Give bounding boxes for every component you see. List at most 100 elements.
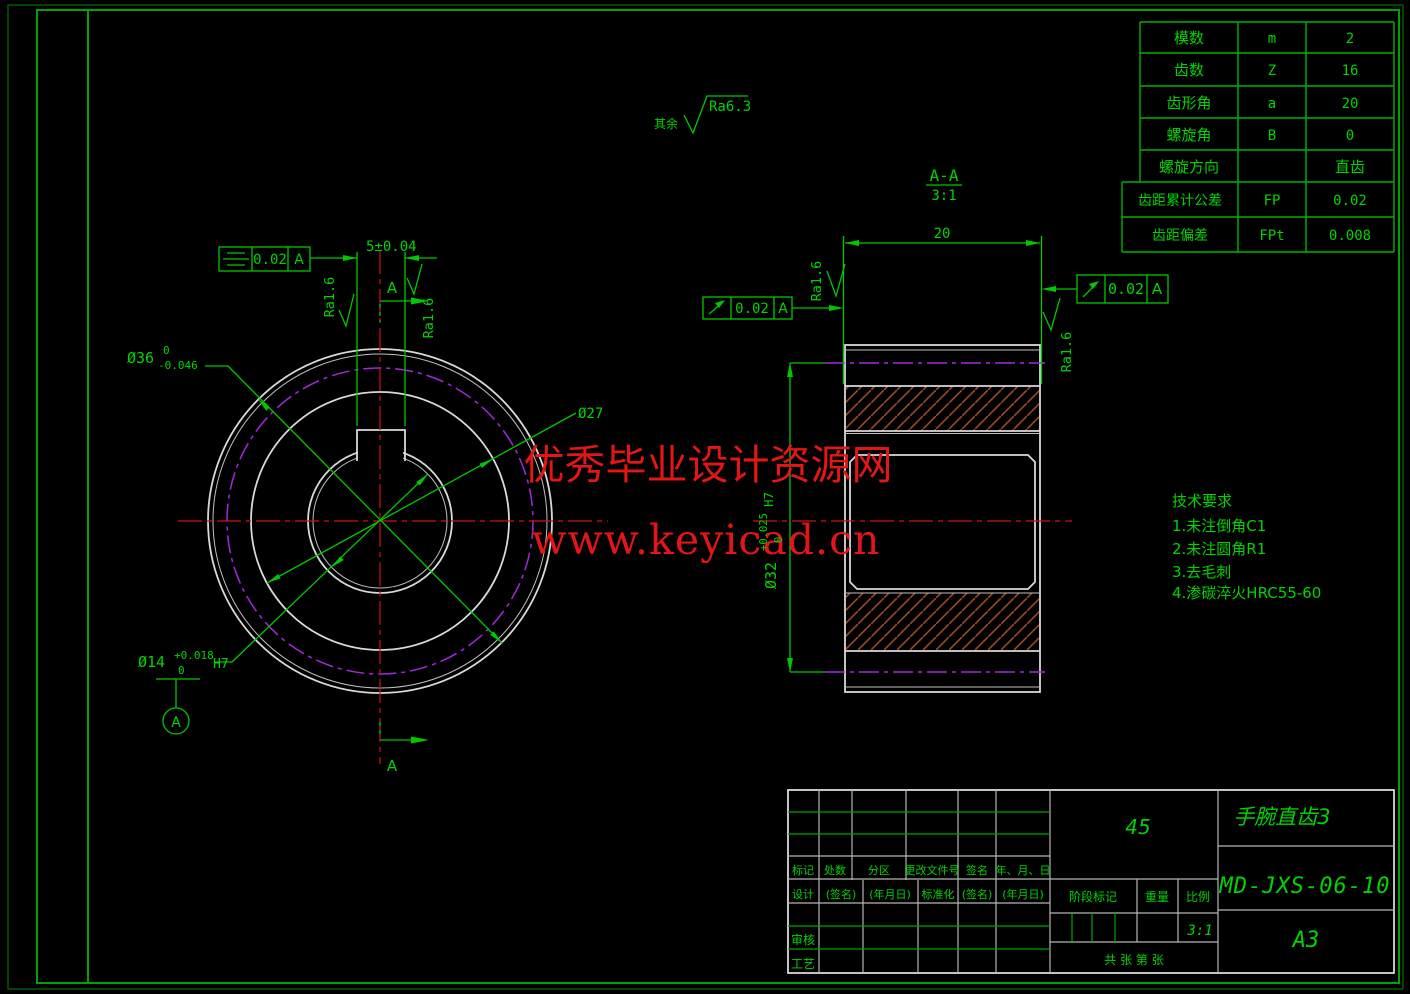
tech-req-title: 技术要求 xyxy=(1172,492,1232,510)
sheet-frame xyxy=(7,4,1404,990)
roughness-check-icon xyxy=(406,263,423,296)
process-label: 工艺 xyxy=(791,957,815,971)
scale-label: 比例 xyxy=(1186,890,1210,904)
roughness-value: Ra1.6 xyxy=(322,277,338,318)
tech-req-item: 4.渗碳淬火HRC55-60 xyxy=(1172,584,1321,602)
watermark: 优秀毕业设计资源网 www.keyicad.cn xyxy=(524,441,893,564)
rev-header: 标记 xyxy=(792,863,814,877)
param-symbol: Z xyxy=(1268,63,1276,79)
sign-cell: (年月日) xyxy=(869,887,911,901)
section-arrow-top-icon xyxy=(411,297,429,305)
section-title: A-A xyxy=(930,166,959,185)
check-label: 审核 xyxy=(791,932,815,947)
datum-a-symbol xyxy=(162,707,190,735)
param-name: 齿数 xyxy=(1174,61,1204,79)
param-name: 螺旋方向 xyxy=(1159,158,1219,176)
param-symbol: B xyxy=(1268,128,1276,144)
rev-header: 分区 xyxy=(868,864,890,877)
bore-dim-lower: 0 xyxy=(178,664,185,677)
bore-dim-fit: H7 xyxy=(213,657,229,672)
fcf-left-datum: A xyxy=(778,301,788,317)
general-roughness-symbol xyxy=(683,95,748,135)
paper-size: A3 xyxy=(1291,928,1320,953)
sign-cell: (签名) xyxy=(826,887,857,901)
param-value: 0.02 xyxy=(1333,193,1367,209)
runout-icon xyxy=(715,300,725,308)
pitch-dim-fit: H7 xyxy=(761,492,776,507)
param-value: 2 xyxy=(1346,31,1354,47)
param-symbol: FP xyxy=(1264,193,1281,209)
rev-header: 处数 xyxy=(824,864,846,877)
param-value: 16 xyxy=(1342,63,1359,79)
fcf-symmetry-tolerance: 0.02 xyxy=(253,252,287,268)
sheet-count-label: 共 张 第 张 xyxy=(1104,953,1163,967)
param-name: 齿距偏差 xyxy=(1152,228,1208,244)
sign-cell: 标准化 xyxy=(922,887,955,901)
rev-header: 签名 xyxy=(966,863,988,877)
hatch-bottom xyxy=(846,593,1039,651)
general-roughness-value: Ra6.3 xyxy=(709,99,751,115)
section-scale: 3:1 xyxy=(931,188,956,204)
od-dim-lower: -0.046 xyxy=(158,359,198,372)
param-value: 20 xyxy=(1342,96,1359,112)
technical-requirements: 技术要求 1.未注倒角C1 2.未注圆角R1 3.去毛刺 4.渗碳淬火HRC55… xyxy=(1172,492,1321,602)
param-name: 齿形角 xyxy=(1166,94,1211,112)
title-block: 标记 处数 分区 更改文件号 签名 年、月、日 设计 (签名) (年月日) 标准… xyxy=(787,789,1395,974)
bore-outline xyxy=(849,454,1036,590)
sign-cell: (签名) xyxy=(962,887,993,901)
roughness-check-icon xyxy=(338,293,355,329)
fcf-right-tolerance: 0.02 xyxy=(1108,280,1144,298)
part-name: 手腕直齿3 xyxy=(1233,805,1330,829)
root-dim: Ø27 xyxy=(578,406,603,422)
param-name: 螺旋角 xyxy=(1166,126,1211,144)
runout-icon xyxy=(1089,281,1099,289)
section-view xyxy=(753,344,1072,693)
section-label-bottom: A xyxy=(387,757,398,775)
bore-dim-upper: +0.018 xyxy=(174,649,214,662)
keyway-slot xyxy=(356,429,406,461)
material-value: 45 xyxy=(1125,815,1150,839)
tech-req-item: 1.未注倒角C1 xyxy=(1172,517,1266,535)
param-name: 齿距累计公差 xyxy=(1138,193,1222,209)
param-value: 0.008 xyxy=(1329,228,1371,244)
rev-header: 更改文件号 xyxy=(905,863,960,877)
section-view-labels: A-A 3:1 20 Ø32 +0.025 0 H7 0.02 A 0.02 A… xyxy=(735,166,1163,589)
front-view-labels: 其余 Ra6.3 5±0.04 0.02 A Ø36 0 -0.046 Ø27 … xyxy=(127,99,751,775)
sign-cell: 设计 xyxy=(792,888,814,901)
watermark-line1: 优秀毕业设计资源网 xyxy=(524,441,893,489)
bore-dim: Ø14 xyxy=(138,653,165,671)
sign-cell: (年月日) xyxy=(1002,887,1044,901)
hatch-top xyxy=(846,386,1039,431)
section-label-top: A xyxy=(387,279,398,297)
roughness-value: Ra1.6 xyxy=(809,261,825,302)
roughness-check-icon xyxy=(1042,297,1061,332)
tech-req-item: 3.去毛刺 xyxy=(1172,563,1231,581)
pitch-dim-upper: +0.025 xyxy=(758,513,770,551)
rev-header: 年、月、日 xyxy=(996,863,1051,877)
general-roughness-label: 其余 xyxy=(654,116,678,131)
param-name: 模数 xyxy=(1174,29,1204,47)
pitch-dim-lower: 0 xyxy=(773,537,785,543)
drawing-number: MD-JXS-06-10 xyxy=(1219,874,1391,899)
tech-req-item: 2.未注圆角R1 xyxy=(1172,540,1266,558)
roughness-check-icon xyxy=(826,263,846,299)
param-value: 0 xyxy=(1346,128,1354,144)
fcf-right-datum: A xyxy=(1152,280,1163,298)
param-symbol: FPt xyxy=(1259,228,1284,244)
fcf-left-tolerance: 0.02 xyxy=(735,301,769,317)
pitch-dim: Ø32 xyxy=(762,562,780,589)
roughness-value: Ra1.6 xyxy=(1059,332,1075,373)
param-symbol: m xyxy=(1268,31,1276,47)
datum-a-label: A xyxy=(171,715,181,731)
stage-label: 阶段标记 xyxy=(1069,889,1117,904)
weight-label: 重量 xyxy=(1145,890,1169,904)
keyway-width-dim: 5±0.04 xyxy=(366,239,417,255)
param-value: 直齿 xyxy=(1335,158,1365,176)
param-symbol: a xyxy=(1268,96,1276,112)
width-dim: 20 xyxy=(934,226,951,242)
section-outline xyxy=(844,344,1041,693)
gear-parameter-table: 模数 m 2 齿数 Z 16 齿形角 a 20 螺旋角 B 0 螺旋方向 直齿 … xyxy=(1121,21,1395,253)
roughness-check-icon xyxy=(683,95,748,135)
